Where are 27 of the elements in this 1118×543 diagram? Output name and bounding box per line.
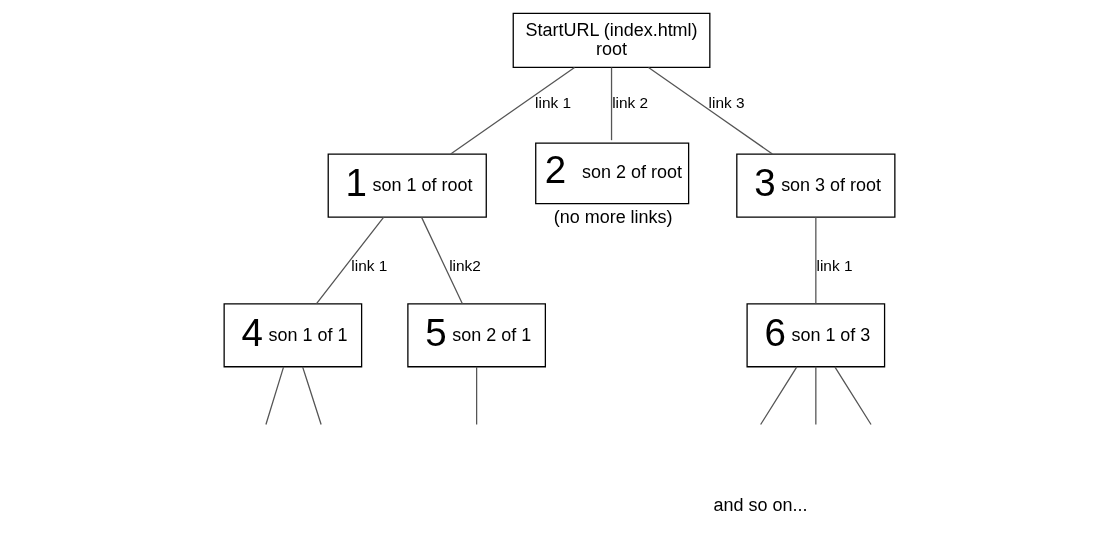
node-box: 1 son 1 of root — [327, 153, 487, 218]
connector — [833, 366, 872, 426]
connector — [301, 366, 322, 426]
connector — [610, 66, 612, 141]
connector — [420, 216, 463, 305]
edge-label: link 1 — [815, 257, 852, 275]
connector — [475, 366, 477, 426]
connector — [449, 66, 575, 155]
node-box: 5 son 2 of 1 — [406, 303, 546, 368]
node-box: 2 son 2 of root — [534, 142, 689, 205]
connector — [814, 216, 816, 305]
node-box: 6 son 1 of 3 — [745, 303, 885, 368]
edge-label: link 1 — [350, 257, 387, 275]
edge-label: link 2 — [611, 93, 648, 111]
node-box: 3 son 3 of root — [735, 153, 895, 218]
edge-label: link 3 — [708, 93, 745, 111]
label: and so on... — [713, 495, 808, 516]
connector — [814, 366, 816, 426]
node-box: StartURL (index.html) root — [512, 12, 710, 68]
connector — [315, 216, 384, 305]
edge-label: link2 — [448, 257, 481, 275]
connector — [759, 366, 797, 426]
node-box: 4 son 1 of 1 — [223, 303, 362, 368]
connector — [647, 66, 773, 155]
edge-label: link 1 — [534, 93, 571, 111]
node-label: (no more links) — [553, 207, 673, 228]
connector — [264, 366, 284, 426]
